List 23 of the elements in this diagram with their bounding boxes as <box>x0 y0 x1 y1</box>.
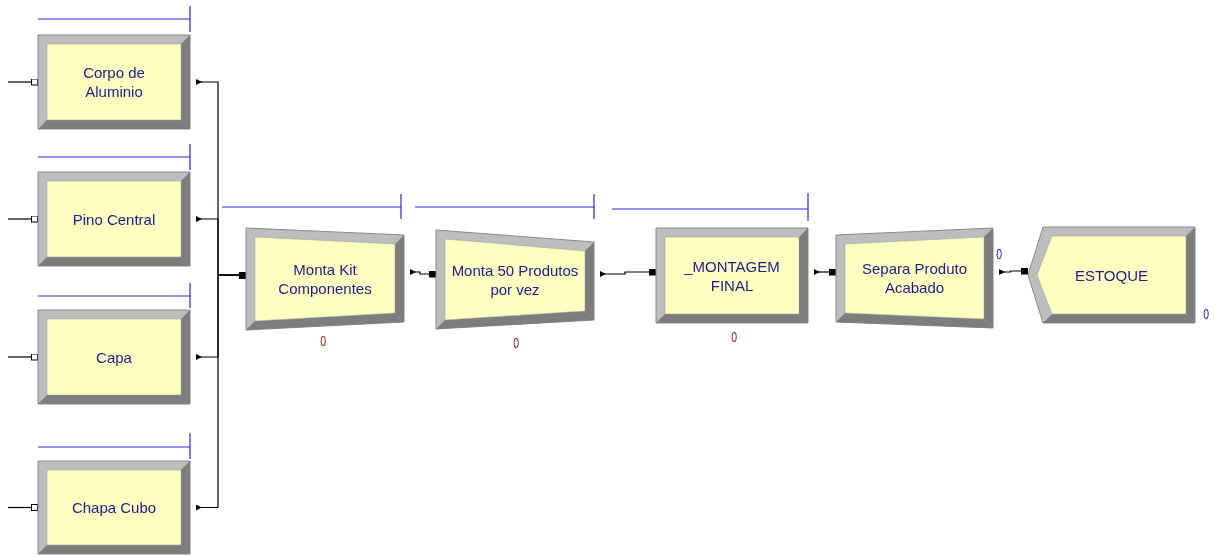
connector <box>409 269 437 278</box>
connector <box>998 267 1029 275</box>
block-label: Chapa Cubo <box>71 498 157 517</box>
block-label: ESTOQUE <box>1074 265 1149 285</box>
block-label: Corpo de Aluminio <box>82 63 146 101</box>
block-label: Monta 50 Produtos por vez <box>450 260 580 299</box>
counter-value: 0 <box>1203 306 1210 322</box>
counter-value: 0 <box>996 246 1003 262</box>
block-label: _MONTAGEM FINAL <box>683 256 781 295</box>
counter-value: 0 <box>320 333 327 349</box>
block-label: Separa Produto Acabado <box>860 259 969 297</box>
block-label: Monta Kit Componentes <box>277 260 373 298</box>
connector <box>7 215 39 223</box>
connector <box>599 268 657 277</box>
connector <box>195 271 247 511</box>
connector <box>7 504 39 511</box>
counter-value: 0 <box>513 335 520 351</box>
connector <box>813 268 837 276</box>
connector <box>7 78 39 86</box>
block-label: Pino Central <box>72 209 156 229</box>
block-label: Capa <box>96 347 132 367</box>
counter-value: 0 <box>731 329 738 345</box>
connector <box>7 353 39 361</box>
